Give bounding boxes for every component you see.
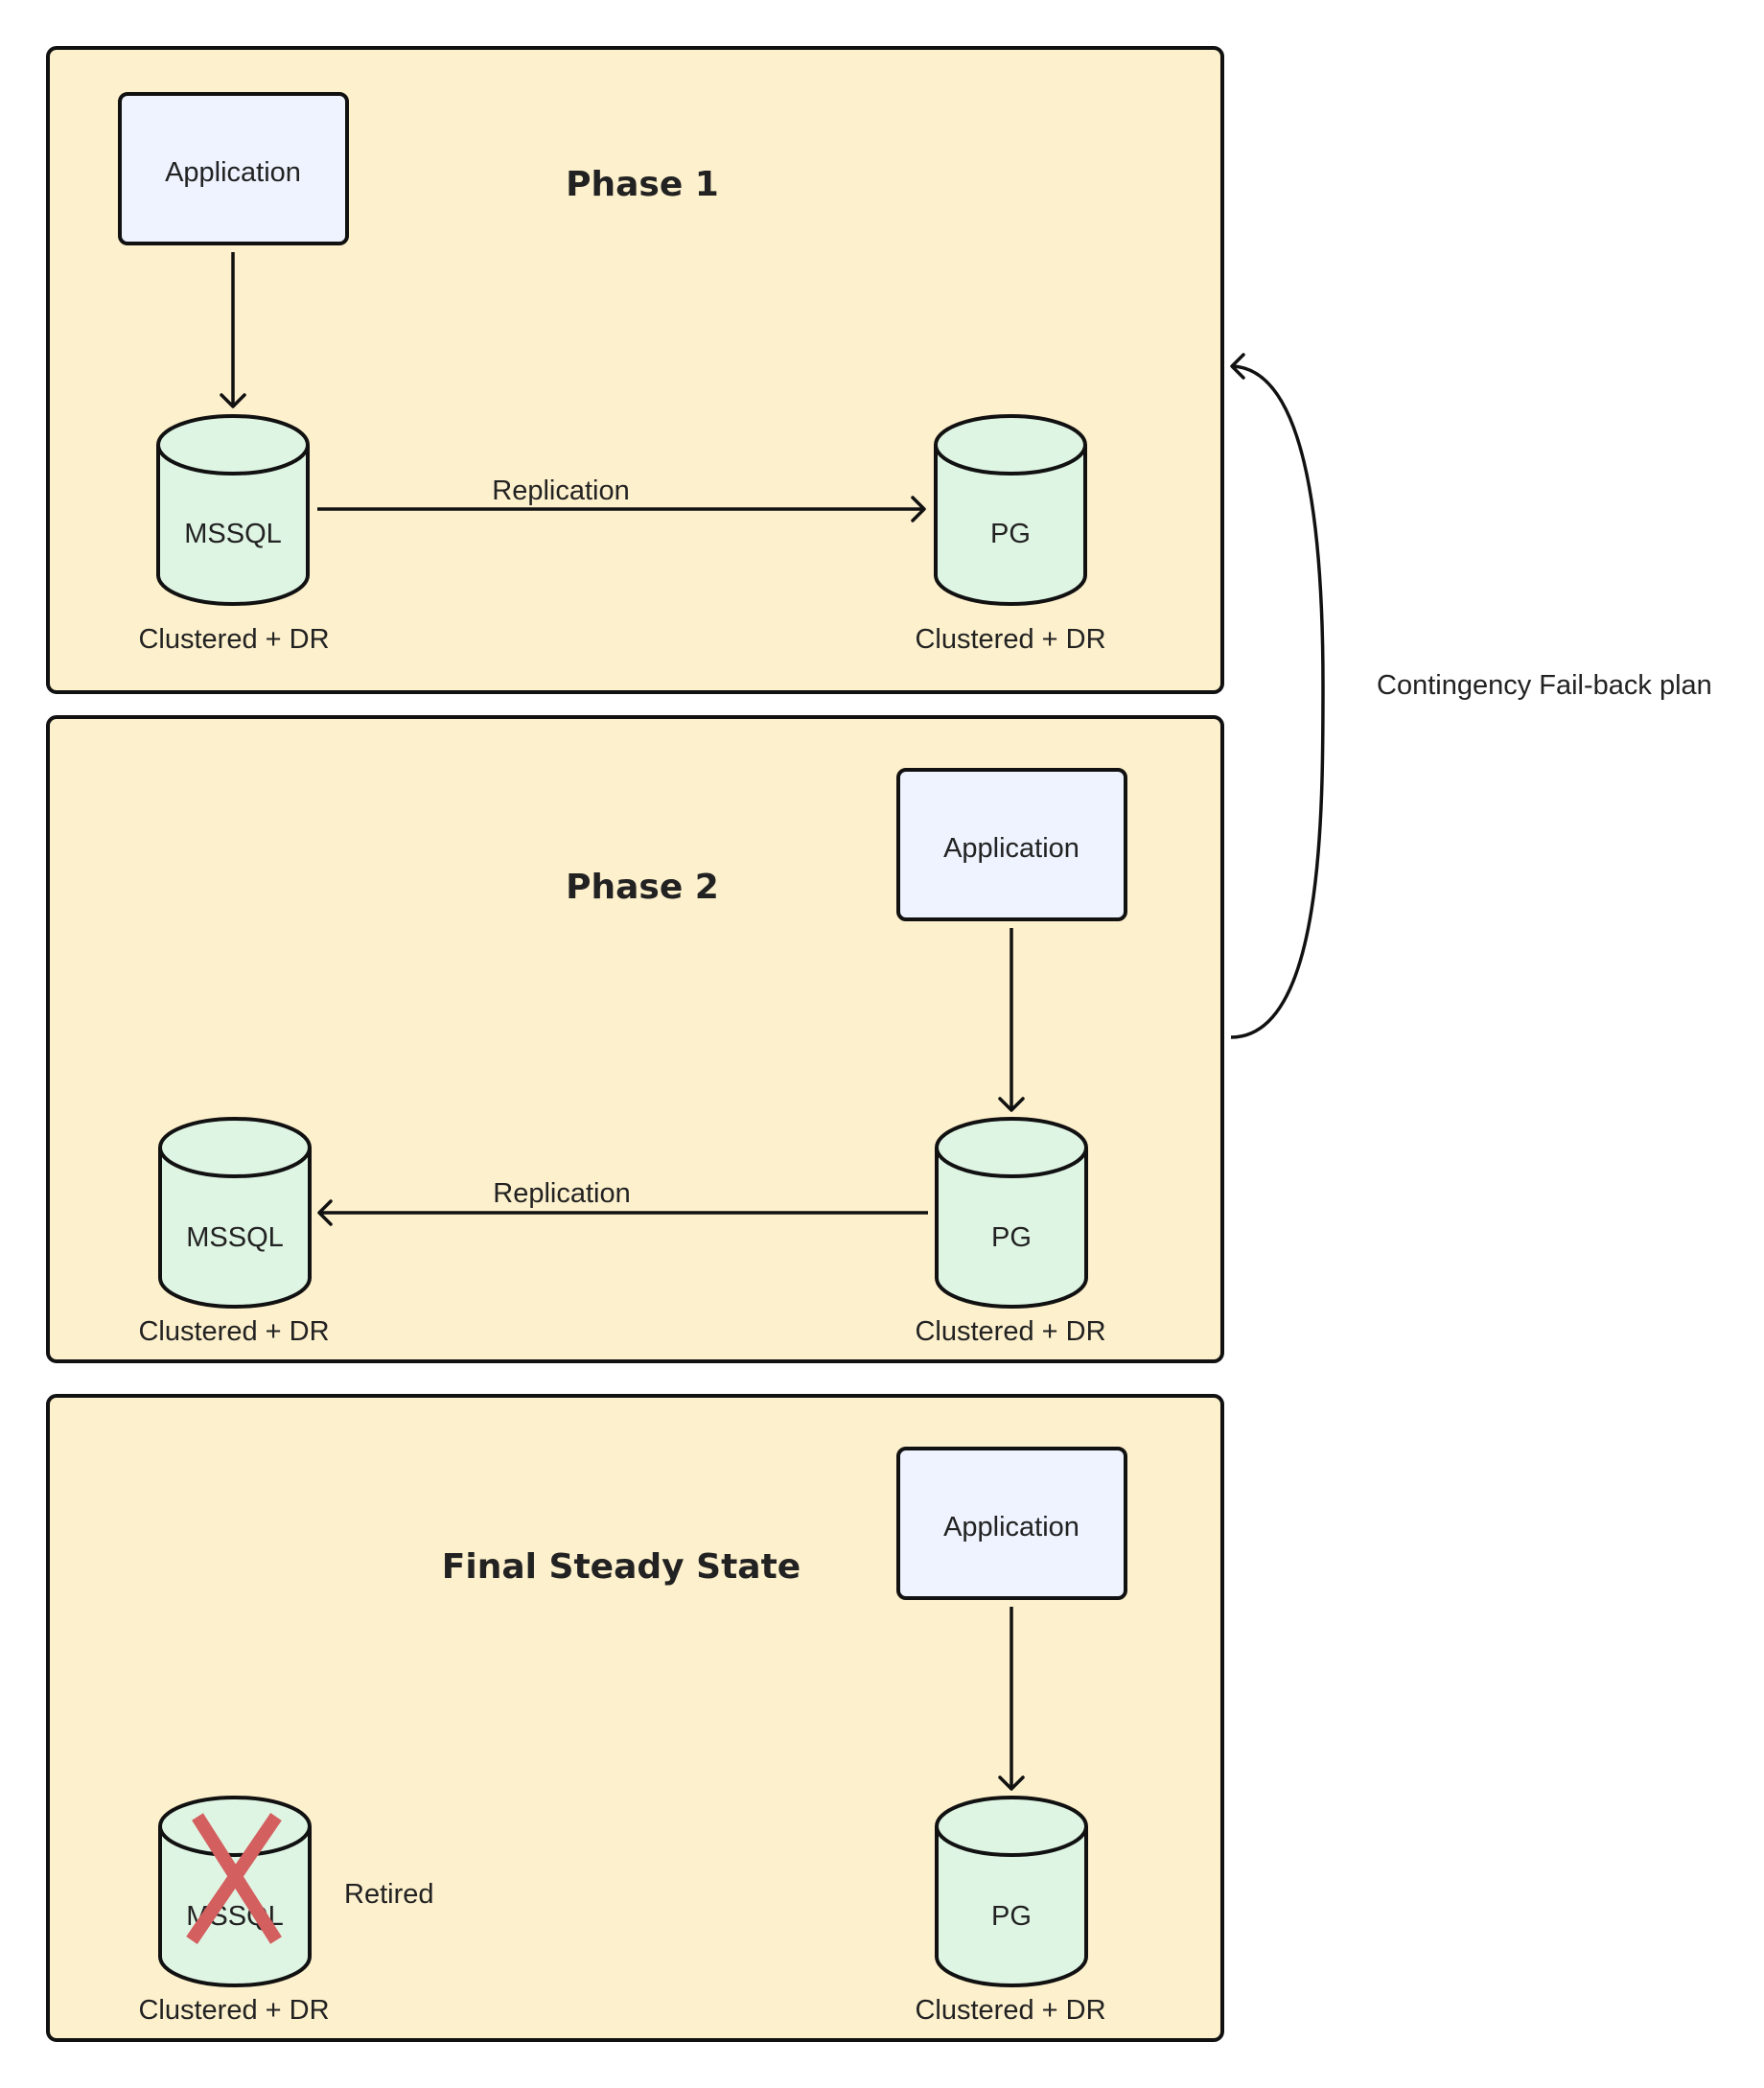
phase-2-mssql-caption: Clustered + DR — [138, 1316, 329, 1347]
phase-2-replication-label: Replication — [493, 1178, 630, 1209]
phase-2-pg-caption: Clustered + DR — [915, 1316, 1105, 1347]
final-mssql-caption: Clustered + DR — [138, 1995, 329, 2026]
final-state-title: Final Steady State — [442, 1547, 801, 1587]
final-pg-cylinder: PG — [935, 1796, 1088, 1987]
phase-1-app-to-mssql-arrow — [220, 252, 246, 408]
contingency-label: Contingency Fail-back plan — [1377, 670, 1712, 701]
phase-2-replication-arrow — [317, 1199, 928, 1226]
final-state-panel: Final Steady State Application PG Cluste… — [46, 1394, 1224, 2042]
phase-1-mssql-cylinder: MSSQL — [156, 414, 310, 606]
final-application-label: Application — [943, 1512, 1079, 1543]
phase-1-pg-cylinder: PG — [934, 414, 1087, 606]
phase-1-application-label: Application — [165, 157, 301, 188]
phase-2-title: Phase 2 — [566, 868, 719, 907]
phase-1-title: Phase 1 — [566, 165, 719, 204]
phase-1-pg-label: PG — [990, 519, 1031, 549]
phase-2-pg-cylinder: PG — [935, 1117, 1088, 1309]
phase-2-application-box: Application — [896, 768, 1127, 921]
final-mssql-status: Retired — [344, 1879, 434, 1910]
phase-1-replication-arrow — [317, 496, 926, 522]
phase-1-application-box: Application — [118, 92, 349, 245]
contingency-failback-arrow — [1230, 353, 1325, 1039]
phase-1-mssql-caption: Clustered + DR — [138, 624, 329, 655]
phase-1-pg-caption: Clustered + DR — [915, 624, 1105, 655]
phase-1-panel: Phase 1 Application MSSQL Clustered + DR… — [46, 46, 1224, 694]
phase-2-panel: Phase 2 Application PG Clustered + DR Re… — [46, 715, 1224, 1363]
phase-2-app-to-pg-arrow — [998, 928, 1025, 1112]
phase-1-replication-label: Replication — [492, 476, 629, 506]
phase-1-mssql-label: MSSQL — [184, 519, 282, 549]
final-pg-caption: Clustered + DR — [915, 1995, 1105, 2026]
phase-2-application-label: Application — [943, 833, 1079, 864]
phase-2-pg-label: PG — [991, 1222, 1032, 1253]
phase-2-mssql-cylinder: MSSQL — [158, 1117, 312, 1309]
phase-2-mssql-label: MSSQL — [186, 1222, 284, 1253]
final-mssql-cylinder-retired: MSSQL — [158, 1796, 312, 1987]
final-application-box: Application — [896, 1447, 1127, 1600]
final-app-to-pg-arrow — [998, 1607, 1025, 1791]
retired-cross-icon — [186, 1813, 282, 1944]
final-pg-label: PG — [991, 1901, 1032, 1932]
